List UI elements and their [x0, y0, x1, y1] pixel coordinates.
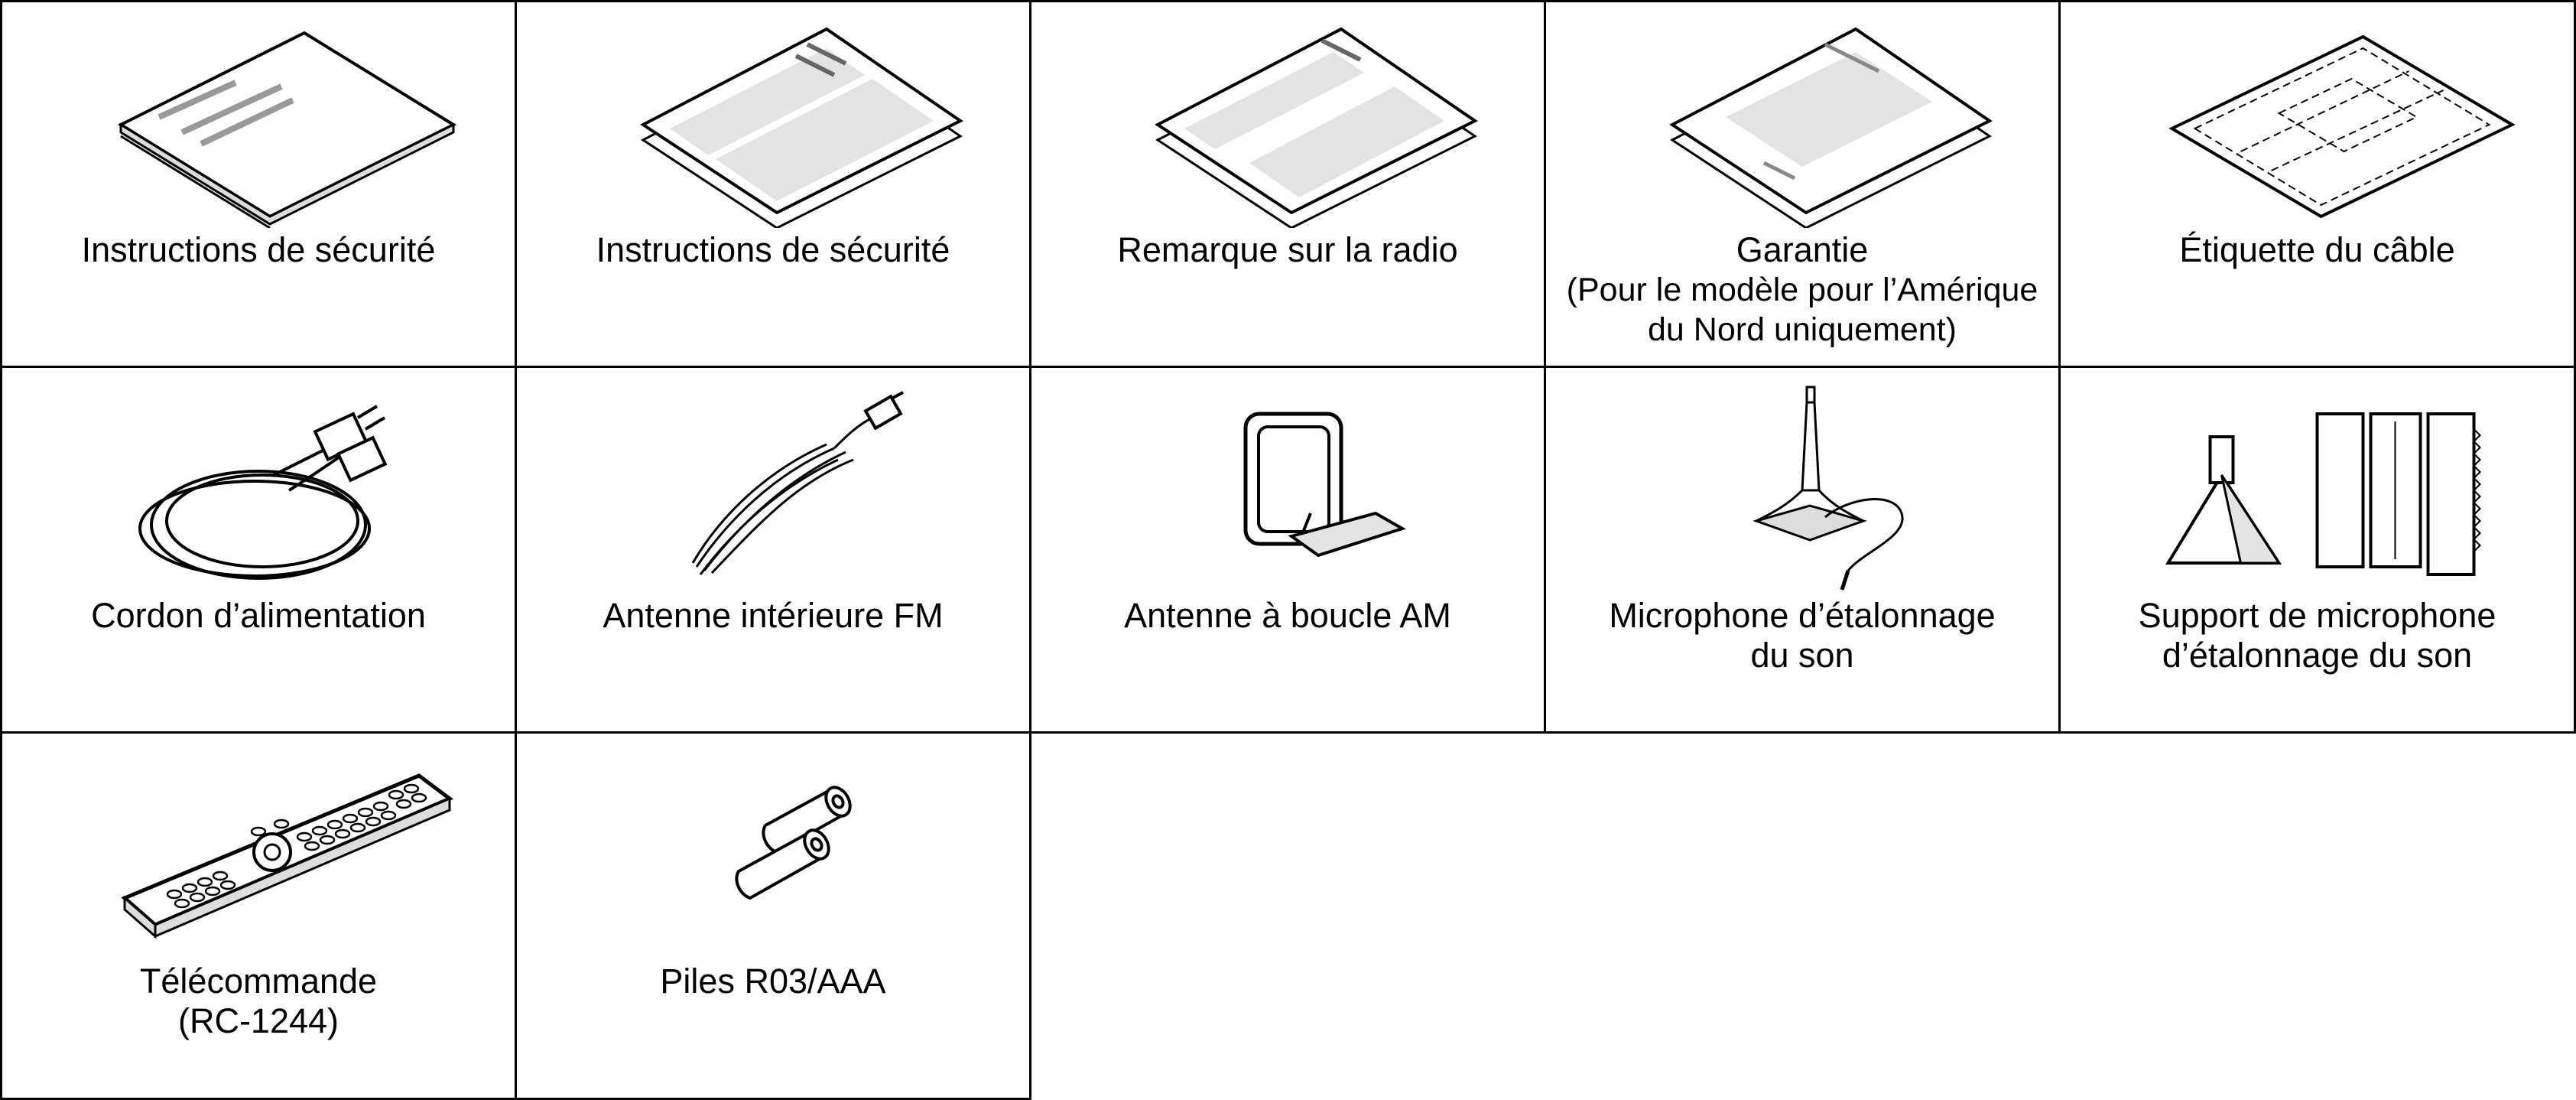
item-cell-remote: Télécommande (RC-1244): [0, 731, 517, 1100]
warranty-sheet-icon: [1546, 10, 2058, 228]
item-cell-radio-notice: Remarque sur la radio: [1029, 0, 1546, 368]
item-label: Cordon d’alimentation: [91, 596, 426, 635]
item-label: Remarque sur la radio: [1117, 230, 1458, 269]
item-cell-fm-antenna: Antenne intérieure FM: [515, 366, 1031, 734]
radio-notice-sheet-icon: [1031, 10, 1544, 228]
safety-booklet-icon: [2, 10, 515, 228]
item-label: Antenne intérieure FM: [603, 596, 944, 635]
fm-antenna-icon: [517, 376, 1029, 594]
remote-control-icon: [2, 741, 515, 959]
item-sublabel: (Pour le modèle pour l’Amérique: [1566, 272, 2038, 308]
item-cell-mic-stand: Support de microphone d’étalonnage du so…: [2058, 366, 2576, 734]
cable-label-sheet-icon: [2061, 10, 2574, 228]
item-label: Piles R03/AAA: [660, 962, 886, 1001]
item-label: Instructions de sécurité: [81, 230, 436, 269]
item-label: Étiquette du câble: [2179, 230, 2455, 269]
item-cell-cable-label: Étiquette du câble: [2058, 0, 2576, 368]
item-cell-batteries: Piles R03/AAA: [515, 731, 1031, 1100]
item-label: Support de microphone: [2138, 596, 2496, 635]
item-cell-safety-sheet: Instructions de sécurité: [515, 0, 1031, 368]
item-cell-power-cord: Cordon d’alimentation: [0, 366, 517, 734]
item-sublabel: du Nord uniquement): [1648, 311, 1957, 348]
item-cell-safety-booklet: Instructions de sécurité: [0, 0, 517, 368]
microphone-stand-icon: [2061, 376, 2574, 594]
am-loop-antenna-icon: [1031, 376, 1544, 594]
item-cell-calibration-mic: Microphone d’étalonnage du son: [1544, 366, 2061, 734]
safety-sheet-icon: [517, 10, 1029, 228]
power-cord-icon: [2, 376, 515, 594]
item-label: Télécommande: [139, 962, 378, 1001]
item-cell-warranty: Garantie (Pour le modèle pour l’Amérique…: [1544, 0, 2061, 368]
item-cell-am-antenna: Antenne à boucle AM: [1029, 366, 1546, 734]
item-sublabel: d’étalonnage du son: [2162, 636, 2473, 675]
calibration-microphone-icon: [1546, 376, 2058, 594]
item-sublabel: (RC-1244): [177, 1001, 339, 1040]
item-label: Antenne à boucle AM: [1124, 596, 1451, 635]
batteries-icon: [517, 741, 1029, 959]
item-label: Microphone d’étalonnage: [1609, 596, 1996, 635]
item-label: Instructions de sécurité: [596, 230, 950, 269]
item-sublabel: du son: [1750, 636, 1854, 675]
item-label: Garantie: [1736, 230, 1869, 269]
